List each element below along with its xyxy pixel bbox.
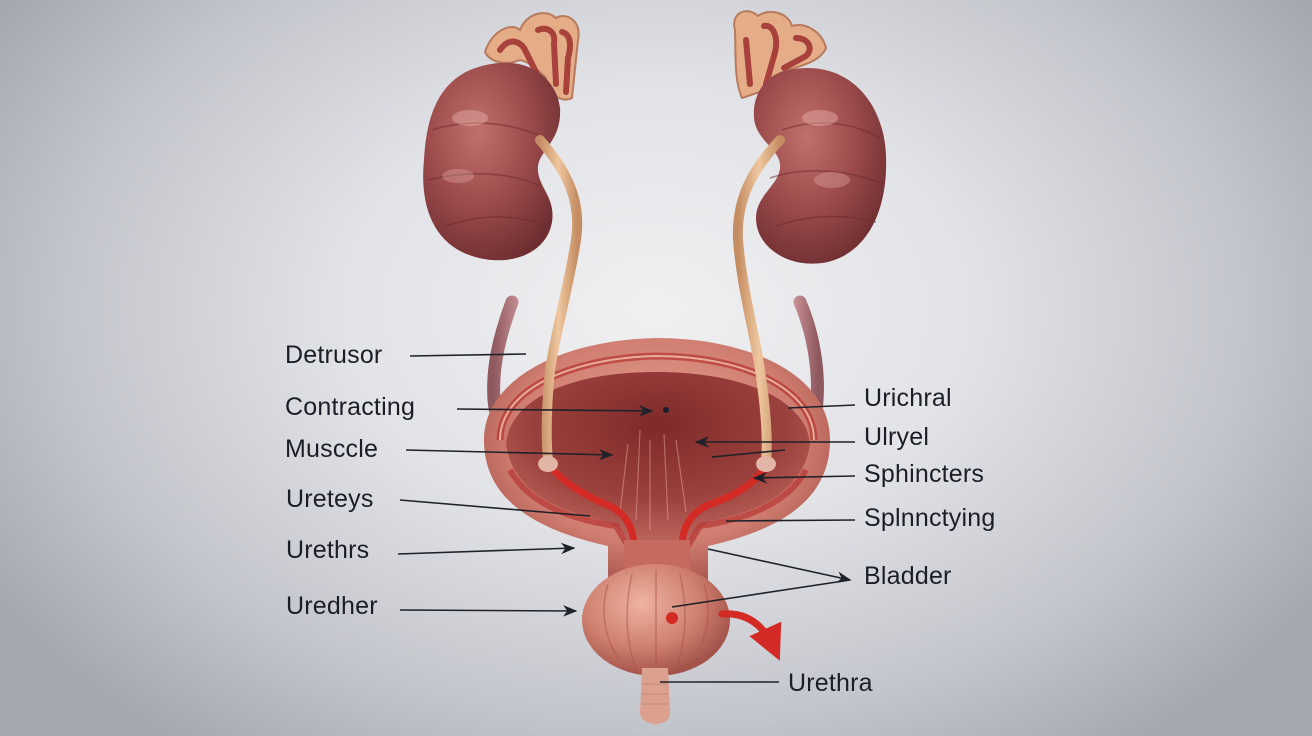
label-urethrs: Urethrs bbox=[286, 536, 370, 564]
label-uredher: Uredher bbox=[286, 592, 378, 620]
leader-urichral bbox=[787, 404, 856, 409]
label-ulryel: Ulryel bbox=[864, 423, 930, 451]
leader-splnnctying bbox=[725, 519, 856, 522]
right-adrenal-gland bbox=[733, 10, 828, 100]
right-ureter-joint bbox=[756, 456, 776, 472]
leader-bladder-upper bbox=[707, 548, 852, 583]
label-ureteys: Ureteys bbox=[286, 485, 374, 513]
red-marker-dot bbox=[666, 612, 678, 624]
leader-ureteys bbox=[399, 499, 591, 517]
label-sphincters: Sphincters bbox=[864, 460, 985, 488]
left-adrenal-gland bbox=[483, 12, 580, 101]
leader-detrusor bbox=[409, 353, 527, 357]
leader-lines-right bbox=[660, 404, 856, 683]
left-red-duct bbox=[546, 462, 638, 564]
leader-musccle bbox=[405, 448, 614, 461]
right-ureter bbox=[732, 135, 785, 467]
leader-bladder-lower bbox=[671, 579, 851, 608]
label-detrusor: Detrusor bbox=[285, 341, 383, 369]
left-ureter-joint bbox=[538, 456, 558, 472]
leader-contracting bbox=[456, 405, 654, 417]
bladder-bulb bbox=[582, 407, 730, 724]
bladder bbox=[484, 338, 830, 590]
label-urichral: Urichral bbox=[864, 384, 952, 412]
label-splnnctying: Splnnctying bbox=[864, 504, 996, 532]
leader-urethrs bbox=[397, 542, 576, 555]
leader-lines-left bbox=[397, 353, 654, 617]
label-bladder: Bladder bbox=[864, 562, 952, 590]
leader-sphincters bbox=[752, 471, 856, 484]
center-dot bbox=[663, 407, 669, 413]
label-musccle: Musccle bbox=[285, 435, 379, 463]
urine-flow-arrow bbox=[718, 610, 782, 661]
leader-uredher bbox=[399, 605, 578, 617]
left-ureter bbox=[535, 135, 583, 467]
leader-ulryel-secondary bbox=[711, 449, 786, 458]
label-contracting: Contracting bbox=[285, 393, 416, 421]
right-red-duct bbox=[678, 462, 770, 564]
right-kidney bbox=[753, 67, 887, 264]
left-kidney bbox=[423, 62, 561, 261]
label-urethra: Urethra bbox=[788, 669, 873, 697]
